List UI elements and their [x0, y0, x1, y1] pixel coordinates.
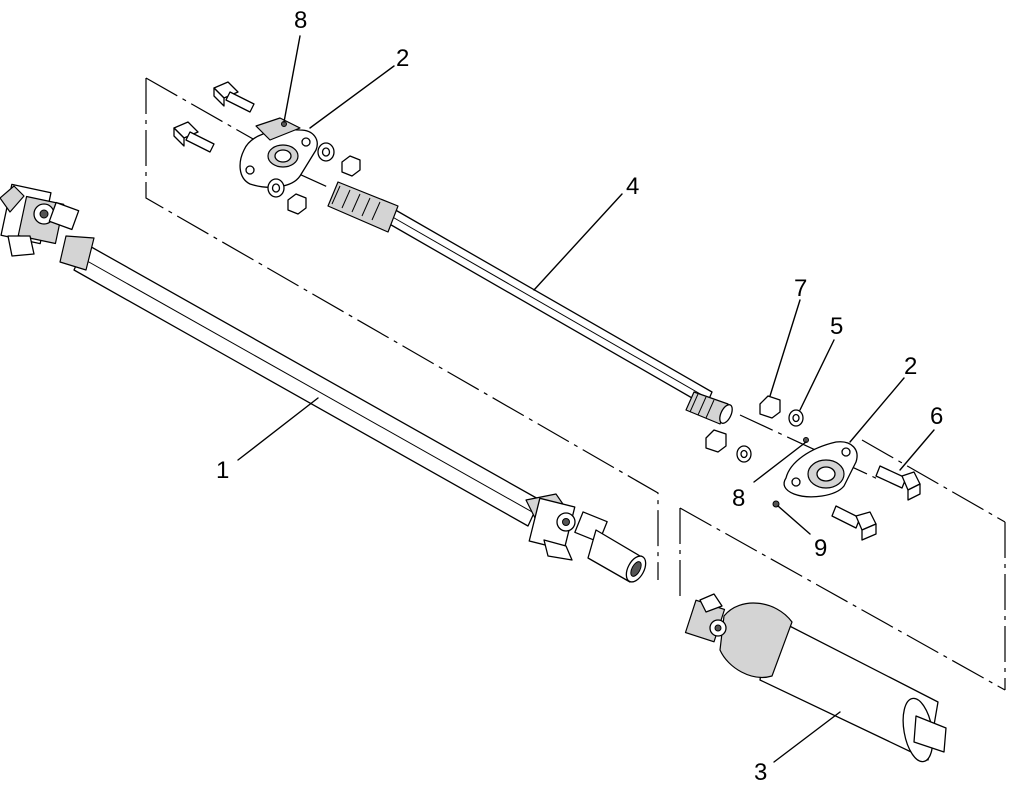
splined-shaft-part-4 — [327, 181, 733, 425]
callout-4: 4 — [626, 173, 639, 200]
u-joint-right — [525, 493, 647, 583]
callout-9: 9 — [814, 535, 827, 562]
callout-7: 7 — [794, 275, 807, 302]
drive-shaft-part-1 — [0, 183, 647, 583]
u-joint-left — [0, 183, 80, 257]
nut-upper-a — [341, 155, 361, 177]
flange-bearing-upper — [239, 117, 318, 188]
callout-1: 1 — [216, 457, 229, 484]
bolt-lower-right — [831, 505, 877, 541]
grease-fitting-part-9 — [772, 500, 780, 508]
leader-lines — [237, 35, 935, 763]
nut-upper-b — [287, 193, 307, 215]
callout-labels: 8 2 4 7 5 2 6 1 8 9 3 — [216, 7, 943, 786]
u-joint-housing — [684, 593, 727, 643]
callout-3: 3 — [754, 759, 767, 786]
nut-lower — [705, 429, 727, 453]
callout-8-right: 8 — [732, 485, 745, 512]
flange-bearing-right — [783, 437, 858, 498]
phantom-boundary-right — [679, 439, 1006, 691]
washer-upper-b — [267, 178, 285, 198]
bolt-upper-b — [173, 121, 215, 153]
callout-6: 6 — [930, 403, 943, 430]
housing-part-3 — [684, 593, 947, 763]
bolt-part-6 — [875, 465, 921, 501]
callout-8-top: 8 — [294, 7, 307, 34]
nut-part-7 — [759, 395, 781, 419]
callout-2-right: 2 — [904, 353, 917, 380]
callout-5: 5 — [830, 313, 843, 340]
lockwasher-part-5 — [788, 409, 804, 427]
washer-upper-a — [317, 142, 335, 162]
callout-2-top: 2 — [396, 45, 409, 72]
lockwasher-lower — [736, 445, 752, 463]
bolt-upper-a — [213, 81, 255, 113]
